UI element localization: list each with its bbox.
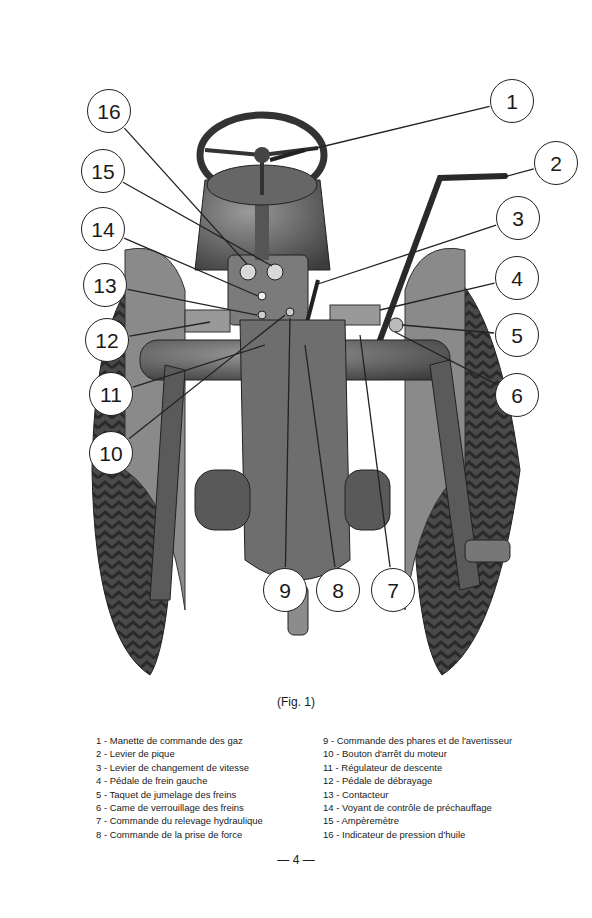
legend-entry: 16 - Indicateur de pression d'huile — [323, 829, 465, 840]
callout-number: 10 — [99, 443, 122, 464]
callout-circle: 10 — [89, 431, 133, 475]
legend-entry: 3 - Levier de changement de vitesse — [96, 762, 249, 773]
leader-line — [380, 283, 495, 310]
clutch-pedal — [185, 310, 230, 332]
callout-number: 12 — [95, 330, 118, 351]
leader-line — [124, 238, 258, 296]
stabiliser — [465, 540, 510, 562]
lights-switch — [286, 308, 294, 316]
brake-drum — [345, 470, 390, 530]
callout-number: 15 — [91, 161, 114, 182]
brake-latch — [389, 318, 403, 332]
callout-circle: 8 — [316, 568, 360, 612]
leader-line — [124, 128, 247, 264]
callout-number: 8 — [332, 580, 344, 601]
callout-circle: 2 — [534, 141, 578, 185]
steering-hub — [254, 147, 270, 163]
page-number: — 4 — — [277, 853, 314, 867]
left-lift-arm — [150, 365, 185, 600]
callout-circle: 1 — [490, 79, 534, 123]
callout-circle: 15 — [81, 149, 125, 193]
callout-number: 1 — [506, 91, 518, 112]
callout-number: 11 — [100, 384, 122, 405]
legend-entry: 5 - Taquet de jumelage des freins — [96, 789, 236, 800]
legend-entry: 13 - Contacteur — [323, 789, 388, 800]
leader-line — [285, 318, 290, 567]
switch — [258, 311, 266, 319]
leader-line — [360, 335, 390, 567]
legend-entry: 4 - Pédale de frein gauche — [96, 775, 207, 786]
callout-circle: 6 — [495, 373, 539, 417]
callout-number: 2 — [550, 153, 562, 174]
leader-line — [129, 315, 285, 439]
callout-number: 7 — [387, 580, 399, 601]
legend-entry: 10 - Bouton d'arrêt du moteur — [323, 748, 447, 759]
callout-number: 14 — [91, 219, 114, 240]
leader-line — [128, 289, 257, 315]
callout-circle: 12 — [85, 318, 129, 362]
legend-entry: 6 - Came de verrouillage des freins — [96, 802, 244, 813]
callout-circle: 13 — [83, 263, 127, 307]
hydraulic-unit — [195, 470, 250, 530]
callout-circle: 14 — [81, 207, 125, 251]
legend-entry: 8 - Commande de la prise de force — [96, 829, 242, 840]
callout-circle: 16 — [87, 89, 131, 133]
ammeter — [267, 264, 283, 280]
callout-circle: 4 — [495, 256, 539, 300]
legend-entry: 15 - Ampèremètre — [323, 815, 399, 826]
steering-spokes — [205, 148, 318, 195]
legend-entry: 9 - Commande des phares et de l'avertiss… — [323, 735, 512, 746]
throttle-lever — [270, 150, 305, 160]
callout-number: 16 — [97, 101, 120, 122]
callout-circle: 3 — [496, 196, 540, 240]
leader-line — [123, 182, 272, 266]
transmission-housing — [240, 320, 350, 580]
leader-line — [300, 106, 490, 152]
callout-circle: 7 — [371, 568, 415, 612]
legend-entry: 2 - Levier de pique — [96, 748, 175, 759]
leader-line — [315, 225, 496, 285]
leader-line — [402, 325, 494, 333]
figure-caption: (Fig. 1) — [277, 695, 315, 709]
callout-circle: 11 — [89, 372, 133, 416]
legend-entry: 11 - Régulateur de descente — [323, 762, 442, 773]
callout-number: 6 — [511, 385, 523, 406]
oil-gauge — [240, 264, 256, 280]
leader-line — [500, 169, 534, 178]
leader-line — [130, 322, 210, 336]
callout-number: 5 — [511, 325, 523, 346]
legend-entry: 1 - Manette de commande des gaz — [96, 735, 243, 746]
callout-number: 4 — [511, 268, 523, 289]
left-mudguard — [125, 248, 185, 610]
callout-circle: 9 — [263, 568, 307, 612]
legend-entry: 14 - Voyant de contrôle de préchauffage — [323, 802, 492, 813]
callout-number: 3 — [512, 208, 524, 229]
preheat-lamp — [258, 292, 266, 300]
leader-line — [133, 345, 265, 387]
leader-line — [305, 345, 335, 567]
dashboard — [228, 255, 308, 325]
callout-number: 9 — [279, 580, 291, 601]
legend-entry: 7 - Commande du relevage hydraulique — [96, 815, 263, 826]
callout-number: 13 — [93, 275, 116, 296]
legend-entry: 12 - Pédale de débrayage — [323, 775, 432, 786]
callout-circle: 5 — [495, 313, 539, 357]
leader-line — [395, 332, 497, 384]
